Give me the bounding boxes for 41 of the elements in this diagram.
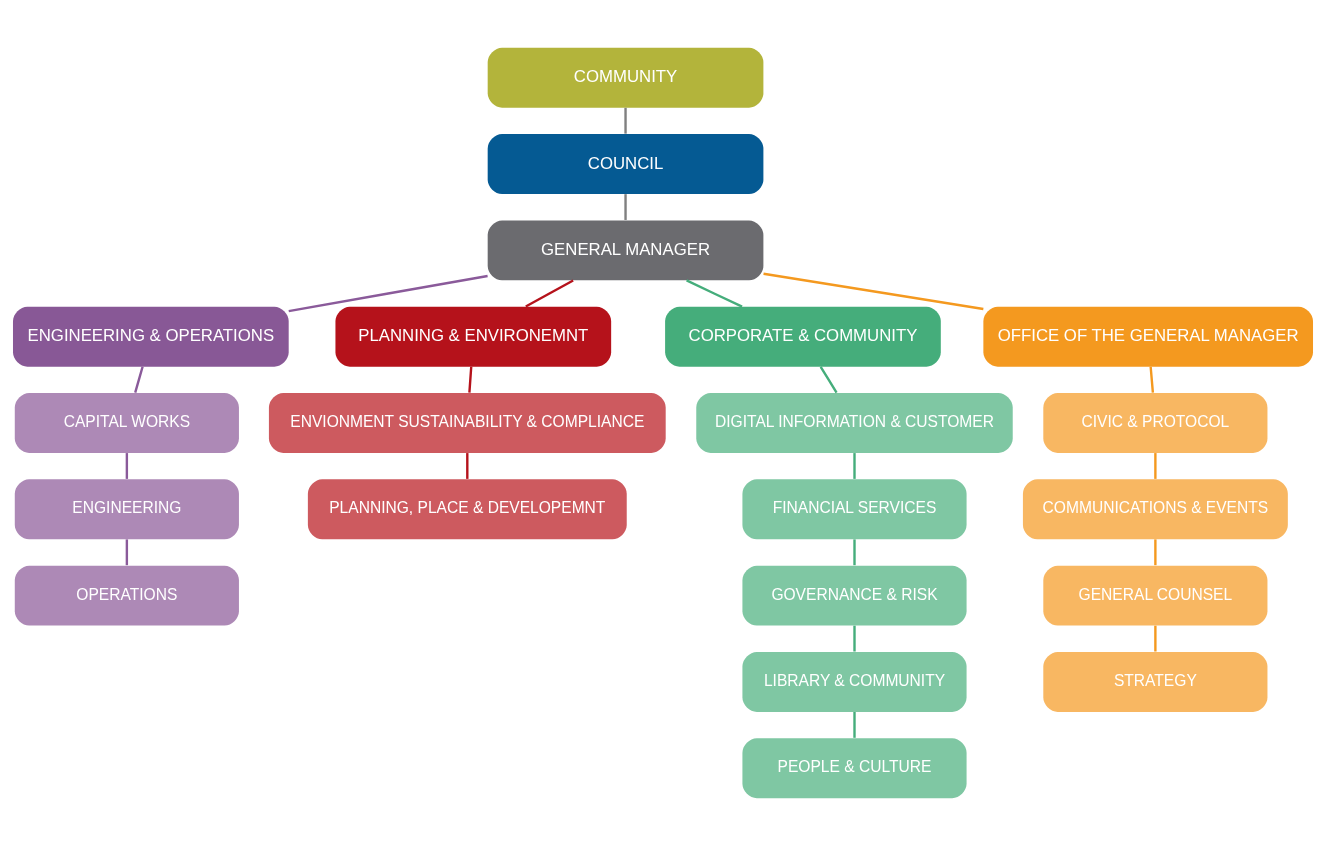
node-box: DIGITAL INFORMATION & CUSTOMER (696, 393, 1013, 453)
connector (853, 712, 856, 738)
node-box: GENERAL COUNSEL (1043, 565, 1268, 626)
connector (468, 366, 473, 393)
connector (853, 539, 856, 566)
node-box: GENERAL MANAGER (487, 220, 764, 281)
connector (525, 279, 574, 308)
node-box: ENGINEERING & OPERATIONS (13, 306, 289, 367)
node-box: ENGINEERING (14, 479, 239, 540)
connector (686, 279, 743, 308)
connector (853, 453, 856, 479)
node-box: CIVIC & PROTOCOL (1043, 393, 1268, 453)
node-box: COMMUNICATIONS & EVENTS (1022, 479, 1288, 540)
node-box: PLANNING, PLACE & DEVELOPEMNT (307, 479, 627, 540)
connector (624, 107, 627, 134)
connector (1149, 366, 1155, 393)
node-box: FINANCIAL SERVICES (742, 479, 967, 540)
node-box: CAPITAL WORKS (14, 393, 239, 453)
node-box: COUNCIL (487, 134, 764, 195)
connector (853, 625, 856, 652)
node-box: GOVERNANCE & RISK (742, 565, 967, 626)
node-box: PLANNING & ENVIRONEMNT (335, 306, 612, 367)
connector (1154, 625, 1157, 652)
node-box: CORPORATE & COMMUNITY (665, 306, 941, 367)
node-box: PEOPLE & CULTURE (742, 738, 967, 799)
connector (125, 539, 129, 566)
connector (125, 453, 129, 479)
connector (1154, 539, 1157, 566)
connector (763, 272, 984, 311)
node-box: ENVIONMENT SUSTAINABILITY & COMPLIANCE (268, 393, 666, 453)
node-box: OPERATIONS (14, 565, 239, 626)
node-box: LIBRARY & COMMUNITY (742, 651, 967, 712)
connector (819, 366, 838, 394)
node-box: STRATEGY (1043, 651, 1268, 712)
connector (1154, 453, 1157, 479)
connector (134, 366, 144, 393)
node-box: COMMUNITY (487, 47, 764, 108)
connector (288, 274, 488, 313)
node-box: OFFICE OF THE GENERAL MANAGER (983, 306, 1313, 367)
connector (466, 453, 469, 479)
connector (624, 194, 627, 220)
